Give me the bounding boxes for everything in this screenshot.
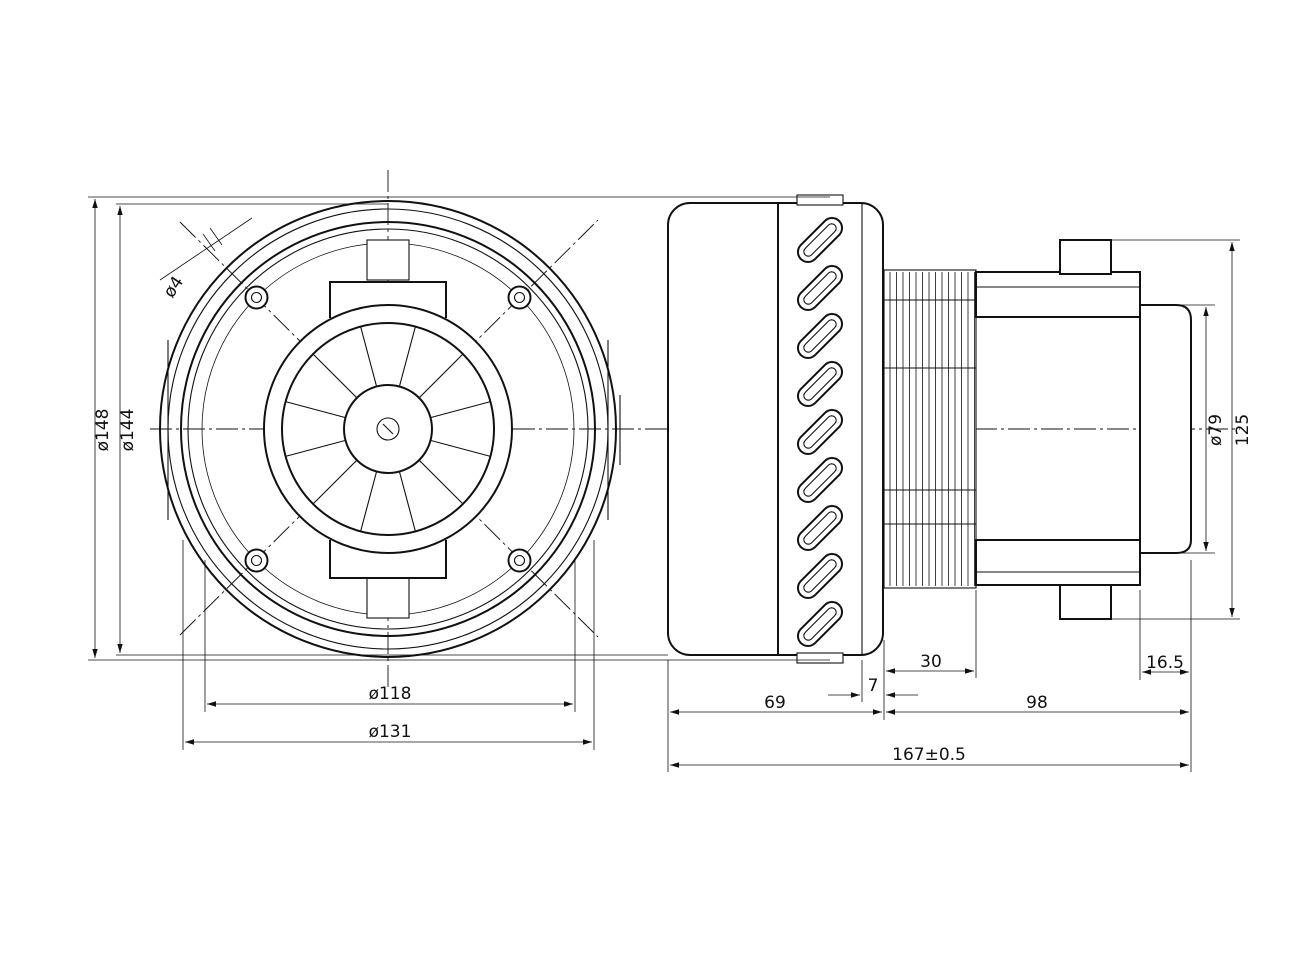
cooling-slot [796, 312, 844, 360]
dim-label-69: 69 [764, 693, 786, 713]
impeller-blade [418, 459, 464, 505]
bearing-cap [1139, 304, 1192, 554]
dim-label-98: 98 [1026, 693, 1048, 713]
mounting-hole-inner [513, 291, 526, 304]
mounting-hole [507, 548, 532, 573]
dim-line-4-tick-a [202, 233, 216, 252]
cooling-slot [796, 504, 844, 552]
dim-line-4-leader [159, 217, 253, 281]
mounting-hole-inner [250, 554, 263, 567]
mounting-holes [244, 285, 532, 573]
dim-label-148: ø148 [93, 409, 113, 452]
front-view [150, 170, 1240, 690]
impeller-blade [398, 326, 416, 387]
impeller-blade [285, 401, 346, 419]
side-housing [667, 202, 884, 656]
dim-label-131: ø131 [369, 722, 412, 742]
upper-yoke [975, 271, 1141, 318]
cooling-fins [884, 272, 976, 586]
cooling-slot [796, 360, 844, 408]
side-view [667, 194, 1192, 664]
flange-inner-circle [187, 228, 589, 630]
top-lip [796, 194, 844, 206]
cooling-slot [796, 456, 844, 504]
impeller-blade [312, 459, 358, 505]
dim-line-4-tick-b [209, 227, 223, 246]
impeller-blade [418, 353, 464, 399]
impeller-blade [360, 326, 378, 387]
dim-label-144: ø144 [118, 409, 138, 452]
mounting-hole [244, 285, 269, 310]
dim-label-16-5: 16.5 [1146, 653, 1184, 673]
fin-block [883, 269, 977, 589]
mounting-hole-inner [250, 291, 263, 304]
mounting-hole-inner [513, 554, 526, 567]
impeller-blade [285, 439, 346, 457]
dim-label-7: 7 [868, 676, 879, 696]
impeller-blade [312, 353, 358, 399]
lower-yoke [975, 539, 1141, 586]
impeller-blade [360, 471, 378, 532]
hub-circle [343, 384, 433, 474]
dim-label-167: 167±0.5 [892, 745, 966, 765]
dim-label-79: ø79 [1206, 414, 1226, 446]
upper-brush [1059, 239, 1112, 275]
diagonal-centerline-a [179, 219, 599, 636]
dim-label-125: 125 [1233, 414, 1253, 446]
cooling-slot [796, 264, 844, 312]
mounting-hole [507, 285, 532, 310]
shaft-cross [382, 423, 394, 435]
cooling-slot [796, 600, 844, 648]
cooling-slots [796, 216, 844, 648]
bottom-lip [796, 652, 844, 664]
mounting-hole [244, 548, 269, 573]
impeller-blade [430, 439, 491, 457]
impeller-blade [398, 471, 416, 532]
cooling-slot [796, 552, 844, 600]
impeller-blade [430, 401, 491, 419]
impeller-blades [285, 326, 491, 532]
lower-brush [1059, 584, 1112, 620]
dim-label-30: 30 [920, 652, 942, 672]
dimensions: ø148 ø144 ø4 ø118 ø131 ø79 125 [88, 196, 1253, 772]
flange-circle [180, 221, 596, 637]
top-tab [366, 239, 410, 281]
bottom-tab [366, 577, 410, 619]
dim-label-118: ø118 [369, 684, 412, 704]
cooling-slot [796, 216, 844, 264]
outer-housing-circle [159, 200, 617, 658]
shaft-circle [376, 417, 400, 441]
cooling-slot [796, 408, 844, 456]
impeller-ring [281, 322, 495, 536]
